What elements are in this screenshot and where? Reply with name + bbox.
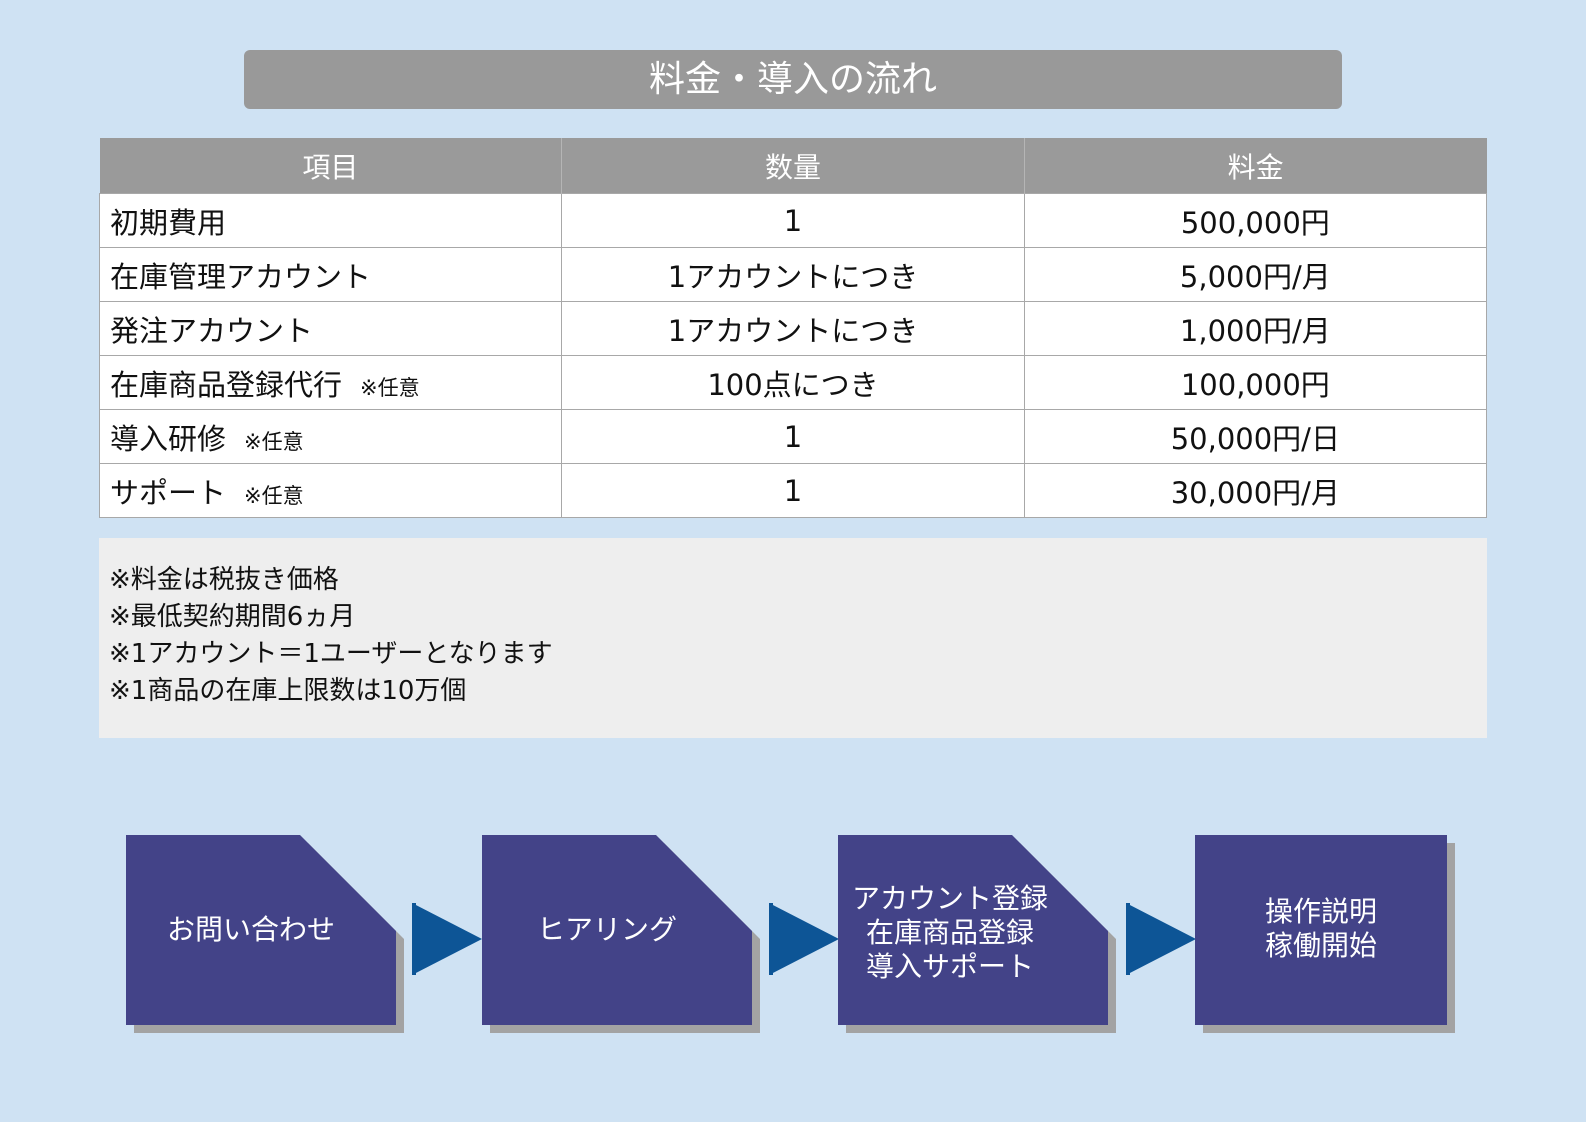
column-header-quantity: 数量: [561, 138, 1025, 194]
flow-step-label: アカウント登録 在庫商品登録 導入サポート: [838, 882, 1062, 984]
step-shadow: [846, 843, 1116, 1033]
item-cell: 導入研修 ※任意: [98, 409, 563, 464]
arrow-bar: [1126, 903, 1130, 975]
item-label: 初期費用: [110, 205, 227, 240]
arrow-bar: [412, 903, 416, 975]
table-header-row: 項目 数量 料金: [99, 138, 1487, 194]
column-header-item: 項目: [99, 138, 563, 194]
quantity-cell: 1: [561, 463, 1025, 518]
optional-note: ※任意: [244, 429, 304, 454]
item-label: 在庫商品登録代行: [110, 367, 343, 402]
step-shadow: [490, 843, 760, 1033]
step-line: 操作説明: [1264, 895, 1377, 928]
price-cell: 1,000円/月: [1023, 301, 1488, 356]
flow-step-operation: [1195, 835, 1447, 1025]
quantity-cell: 1アカウントにつき: [561, 247, 1025, 302]
item-cell: 発注アカウント: [98, 301, 563, 356]
column-header-price: 料金: [1024, 138, 1487, 194]
flow-step-inquiry: [126, 835, 396, 1025]
arrow-right-icon: [769, 903, 839, 975]
flow-step-label: 操作説明 稼働開始: [1195, 895, 1447, 963]
optional-note: ※任意: [360, 375, 420, 400]
step-line: 在庫商品登録: [865, 916, 1034, 949]
quantity-cell: 1: [561, 409, 1025, 464]
table-row: 初期費用 1 500,000円: [98, 193, 1488, 248]
table-row: 導入研修 ※任意 1 50,000円/日: [98, 409, 1488, 464]
step-line: 導入サポート: [865, 950, 1034, 983]
note-line: ※最低契約期間6ヵ月: [109, 602, 356, 632]
item-label: 在庫管理アカウント: [110, 259, 372, 294]
item-label: 導入研修: [110, 421, 227, 456]
table-row: 在庫商品登録代行 ※任意 100点につき 100,000円: [98, 355, 1488, 410]
flow-step-hearing: [482, 835, 752, 1025]
price-cell: 50,000円/日: [1023, 409, 1488, 464]
step-line: お問い合わせ: [166, 913, 335, 946]
price-cell: 100,000円: [1023, 355, 1488, 410]
item-label: サポート: [110, 475, 227, 510]
arrow-bar: [769, 903, 773, 975]
item-cell: 初期費用: [98, 193, 563, 248]
arrow-right-icon: [1126, 903, 1196, 975]
note-line: ※1アカウント＝1ユーザーとなります: [109, 639, 553, 669]
quantity-cell: 1アカウントにつき: [561, 301, 1025, 356]
quantity-cell: 1: [561, 193, 1025, 248]
page-title: 料金・導入の流れ: [244, 50, 1342, 109]
step-line: 稼働開始: [1264, 929, 1377, 962]
step-line: アカウント登録: [851, 882, 1048, 915]
item-cell: 在庫管理アカウント: [98, 247, 563, 302]
notes-box: ※料金は税抜き価格 ※最低契約期間6ヵ月 ※1アカウント＝1ユーザーとなります …: [99, 538, 1487, 738]
quantity-cell: 100点につき: [561, 355, 1025, 410]
item-cell: サポート ※任意: [98, 463, 563, 518]
table-row: 在庫管理アカウント 1アカウントにつき 5,000円/月: [98, 247, 1488, 302]
table-row: 発注アカウント 1アカウントにつき 1,000円/月: [98, 301, 1488, 356]
price-cell: 5,000円/月: [1023, 247, 1488, 302]
item-label: 発注アカウント: [110, 313, 314, 348]
price-cell: 30,000円/月: [1023, 463, 1488, 518]
flow-step-label: お問い合わせ: [126, 913, 376, 947]
price-cell: 500,000円: [1023, 193, 1488, 248]
note-line: ※料金は税抜き価格: [109, 565, 339, 595]
step-line: ヒアリング: [536, 913, 677, 946]
optional-note: ※任意: [244, 483, 304, 508]
item-cell: 在庫商品登録代行 ※任意: [98, 355, 563, 410]
pricing-table: 項目 数量 料金 初期費用 1 500,000円 在庫管理アカウント 1アカウン…: [98, 138, 1488, 518]
flow-step-label: ヒアリング: [482, 913, 732, 947]
arrow-right-icon: [412, 903, 482, 975]
step-shadow: [134, 843, 404, 1033]
note-line: ※1商品の在庫上限数は10万個: [109, 676, 467, 706]
table-row: サポート ※任意 1 30,000円/月: [98, 463, 1488, 518]
flow-step-setup: [838, 835, 1108, 1025]
